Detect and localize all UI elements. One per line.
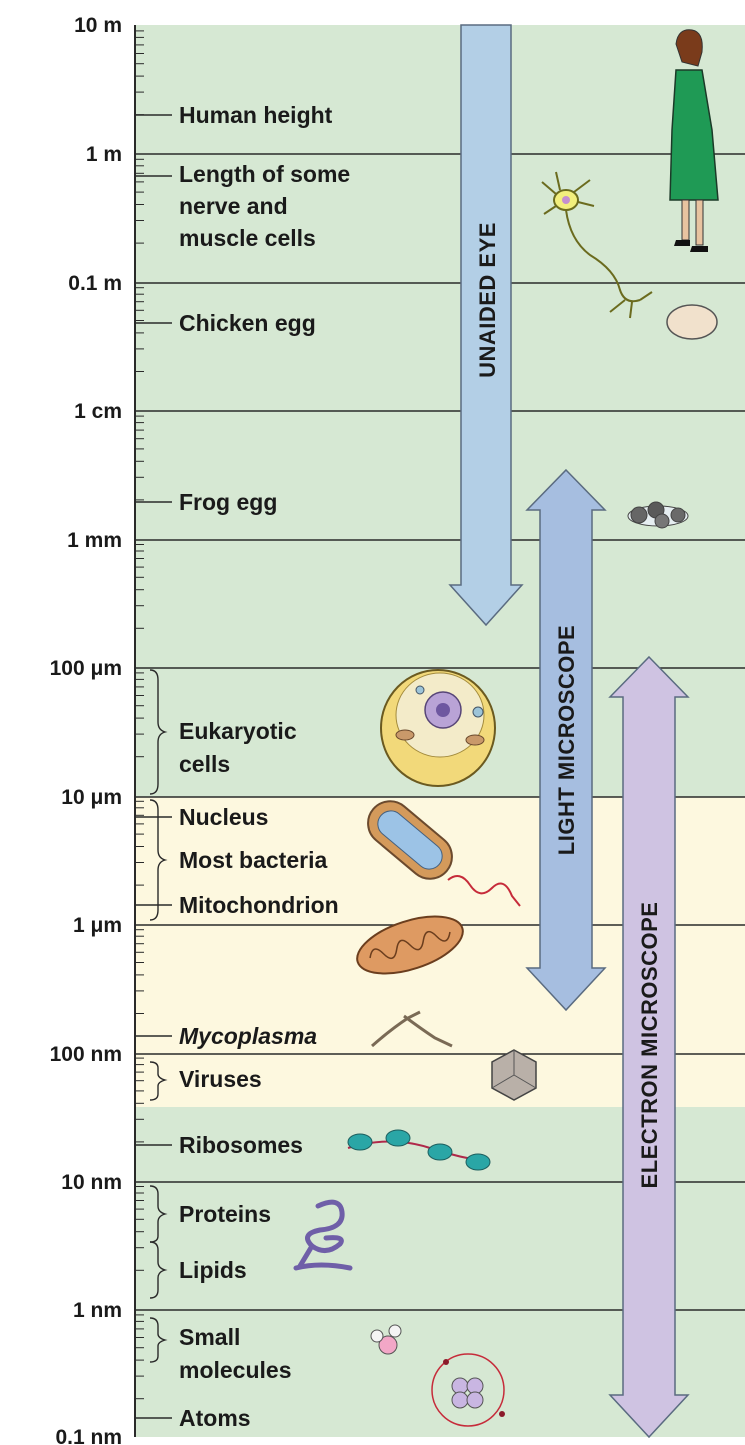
scale-label-1um: 1 μm	[73, 914, 122, 937]
label-small-molecules-line1: Small	[179, 1324, 240, 1350]
scale-label-100um: 100 μm	[50, 657, 122, 680]
label-mycoplasma: Mycoplasma	[179, 1023, 317, 1049]
label-viruses: Viruses	[179, 1066, 262, 1092]
label-mitochondrion: Mitochondrion	[179, 892, 339, 918]
label-eukaryotic-line1: Eukaryotic	[179, 718, 297, 744]
label-nerve-line1: Length of some	[179, 161, 350, 187]
scale-label-1cm: 1 cm	[74, 400, 122, 423]
scale-label-1mm: 1 mm	[67, 529, 122, 552]
unaided-eye-arrow: UNAIDED EYE	[450, 25, 522, 625]
label-atoms: Atoms	[179, 1405, 251, 1431]
label-chicken-egg: Chicken egg	[179, 310, 316, 336]
label-small-molecules-line2: molecules	[179, 1357, 292, 1383]
scale-label-10m: 10 m	[74, 14, 122, 37]
chicken-egg-illustration	[667, 305, 717, 339]
label-frog-egg: Frog egg	[179, 489, 277, 515]
electron-microscope-label: ELECTRON MICROSCOPE	[637, 902, 662, 1189]
label-nucleus: Nucleus	[179, 804, 268, 830]
label-human-height: Human height	[179, 102, 333, 128]
scale-label-1m: 1 m	[86, 143, 122, 166]
unaided-eye-label: UNAIDED EYE	[475, 222, 500, 378]
label-lipids: Lipids	[179, 1257, 247, 1283]
label-nerve-line3: muscle cells	[179, 225, 316, 251]
label-proteins: Proteins	[179, 1201, 271, 1227]
scale-label-100nm: 100 nm	[50, 1043, 122, 1066]
label-eukaryotic-line2: cells	[179, 751, 230, 777]
label-most-bacteria: Most bacteria	[179, 847, 327, 873]
label-ribosomes: Ribosomes	[179, 1132, 303, 1158]
scale-label-1nm: 1 nm	[73, 1299, 122, 1322]
scale-label-10um: 10 μm	[61, 786, 122, 809]
scale-label-0-1m: 0.1 m	[68, 272, 122, 295]
light-microscope-label: LIGHT MICROSCOPE	[554, 625, 579, 855]
scale-label-0-1nm: 0.1 nm	[55, 1426, 122, 1445]
label-nerve-line2: nerve and	[179, 193, 288, 219]
eukaryotic-cell-illustration	[381, 670, 495, 786]
scale-label-10nm: 10 nm	[61, 1171, 122, 1194]
scale-labels: 10 m 1 m 0.1 m 1 cm 1 mm 100 μm 10 μm 1 …	[50, 14, 122, 1445]
